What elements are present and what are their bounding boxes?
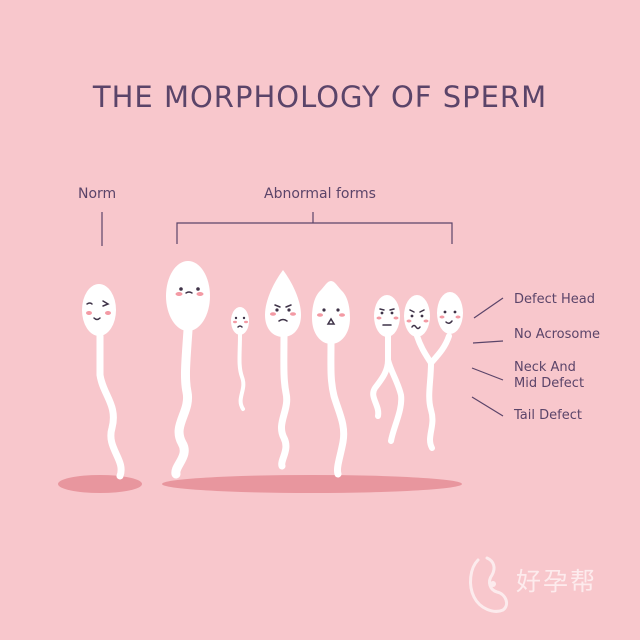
abnormal-shadow (162, 475, 462, 493)
defect-head-pointer (473, 297, 504, 319)
sperm-normal (82, 284, 125, 480)
sperm-pointed-head (265, 270, 301, 470)
pregnancy-logo-icon (469, 556, 509, 613)
sperm-large-head (166, 261, 210, 479)
tail-defect-pointer (471, 396, 504, 417)
sperm-no-acrosome (312, 281, 350, 478)
neck-mid-defect-label: Neck And Mid Defect (514, 360, 585, 391)
sperm-two-heads (404, 292, 463, 451)
sperm-split-tail (370, 295, 405, 444)
defect-head-label: Defect Head (514, 292, 595, 307)
norm-label: Norm (78, 186, 117, 202)
no-acrosome-pointer (472, 340, 504, 344)
no-acrosome-label: No Acrosome (514, 327, 601, 342)
tail-defect-label: Tail Defect (514, 408, 582, 423)
neck-mid-pointer (471, 367, 504, 381)
abnormal-forms-label: Abnormal forms (264, 186, 376, 202)
abnormal-bracket (176, 212, 453, 244)
norm-shadow (58, 475, 142, 493)
watermark-brand-text: 好孕帮 (516, 567, 598, 596)
sperm-small-head (231, 307, 249, 411)
page-title: THE MORPHOLOGY OF SPERM (92, 80, 548, 114)
